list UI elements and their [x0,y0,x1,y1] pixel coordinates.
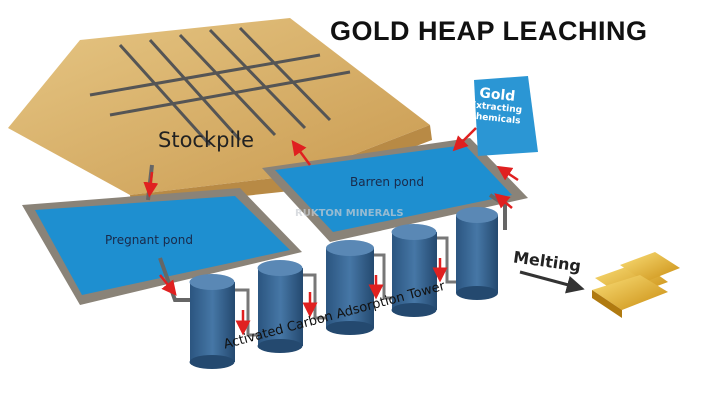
barren-pond [262,138,528,242]
tower-4 [391,224,437,317]
stockpile-heap [8,18,432,208]
pregnant-pond [22,188,302,305]
tower-5 [456,207,498,300]
tower-2 [257,260,303,353]
adsorption-towers [189,207,498,369]
chemical-bag [474,76,538,156]
tower-1 [189,274,235,369]
flow-arrows [143,127,519,336]
watermark: RUKTON MINERALS [295,208,404,219]
page-title: GOLD HEAP LEACHING [330,16,648,46]
bag-label: Gold Extracting Chemicals [464,85,527,128]
pregnant-pond-label: Pregnant pond [105,233,193,247]
barren-pond-label: Barren pond [350,175,424,189]
gold-bars [592,252,680,318]
melting-arrow [519,270,585,294]
stockpile-label: Stockpile [158,128,255,152]
tower-3 [326,240,374,335]
